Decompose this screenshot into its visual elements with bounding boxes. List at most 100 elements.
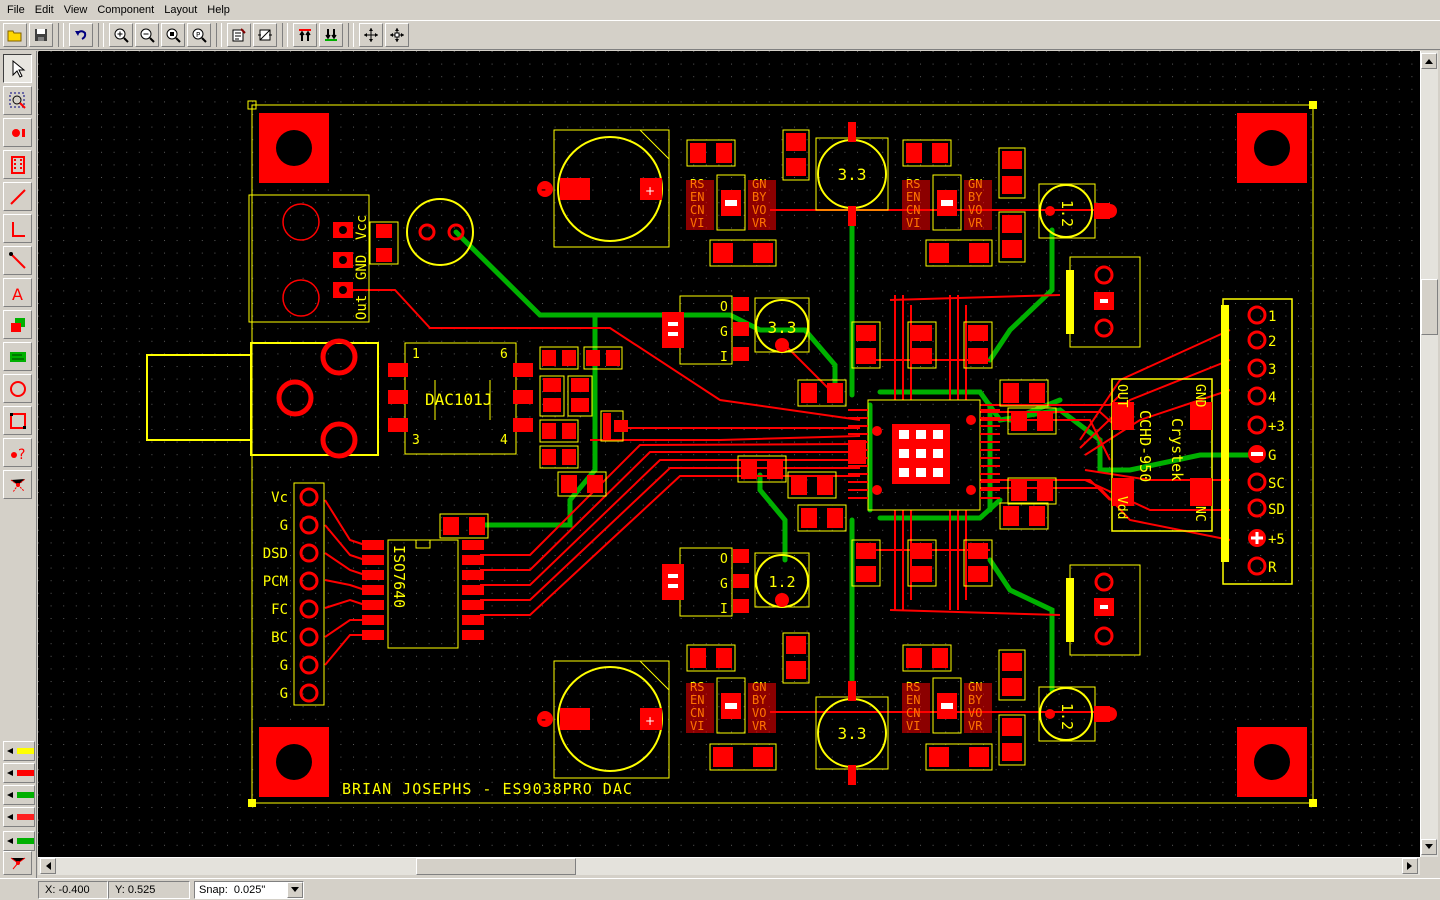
horizontal-scroll-thumb[interactable] — [416, 858, 576, 875]
svg-text:?: ? — [18, 447, 25, 463]
board-outline-tool[interactable] — [3, 406, 32, 435]
hole-tool[interactable] — [3, 374, 32, 403]
header-left-pin: Vc — [271, 490, 288, 506]
layer-all-button[interactable] — [3, 851, 32, 875]
text-tool[interactable]: A — [3, 278, 32, 307]
svg-text:P: P — [196, 31, 200, 39]
zoom-region-icon — [9, 92, 26, 109]
pad-tool[interactable] — [3, 118, 32, 147]
toolbar-separator — [58, 23, 64, 47]
toolbar-separator — [98, 23, 104, 47]
drc-tool[interactable]: ? — [3, 438, 32, 467]
layer-bottom-copper-button[interactable] — [3, 785, 35, 805]
rotate-button[interactable] — [385, 23, 409, 47]
open-button[interactable] — [3, 23, 27, 47]
regulator-cap-label: 3.3 — [838, 165, 867, 184]
top-layer-button[interactable] — [293, 23, 317, 47]
menu-component[interactable]: Component — [97, 4, 155, 16]
properties-button[interactable] — [227, 23, 251, 47]
component-tool[interactable] — [3, 150, 32, 179]
triangle-left-icon — [7, 748, 13, 754]
triangle-up-icon — [1425, 59, 1433, 64]
status-bar: X: -0.400 Y: 0.525 Snap: 0.025" — [0, 878, 1440, 900]
menu-edit[interactable]: Edit — [34, 4, 54, 16]
vertical-scrollbar[interactable] — [1420, 51, 1438, 857]
cap-plus-mark: + — [645, 714, 655, 728]
outline-handle[interactable] — [248, 799, 256, 807]
pcb-canvas[interactable]: Vcc GND Out — [38, 51, 1420, 857]
header-right-pin: G — [1268, 448, 1276, 464]
dac-passives — [539, 346, 628, 497]
vertical-scroll-thumb[interactable] — [1421, 279, 1438, 335]
oscillator-pin-out: OUT — [1114, 384, 1129, 408]
zoom-area-button[interactable] — [161, 23, 185, 47]
right-header: 1 2 3 4 +3 G SC SD +5 R — [1221, 298, 1293, 585]
ratsnest-small-icon — [10, 857, 25, 870]
toolbar-separator — [348, 23, 354, 47]
board-title: BRIAN JOSEPHS - ES9038PRO DAC — [342, 780, 633, 798]
copper-pour-tool[interactable] — [3, 342, 32, 371]
outline-handle[interactable] — [247, 100, 257, 110]
layer-top-mask-button[interactable] — [3, 807, 35, 827]
header-right-pin: 3 — [1268, 362, 1276, 378]
dac-pin-6: 6 — [500, 347, 508, 362]
outline-handle[interactable] — [1309, 101, 1317, 109]
board-outline-icon — [9, 412, 26, 429]
layer-swatch — [16, 748, 34, 754]
bottom-layer-button[interactable] — [319, 23, 343, 47]
save-icon — [35, 29, 47, 41]
regulator-cap-label: 1.2 — [1058, 200, 1076, 227]
toolbar-separator — [282, 23, 288, 47]
hole-icon — [9, 380, 26, 397]
cap-minus-mark: - — [541, 182, 546, 198]
save-button[interactable] — [29, 23, 53, 47]
menu-help[interactable]: Help — [207, 4, 230, 16]
header-right-pin: 1 — [1268, 309, 1276, 325]
zoom-out-button[interactable] — [135, 23, 159, 47]
layer-bottom-silk-button[interactable] — [3, 831, 35, 851]
es9038pro-chip — [848, 399, 1000, 511]
input-jack — [146, 338, 379, 459]
area-tool[interactable] — [3, 310, 32, 339]
outline-handle[interactable] — [1309, 799, 1317, 807]
triangle-left-icon — [7, 838, 13, 844]
power-pin-gnd: GND — [354, 255, 370, 280]
scroll-left-button[interactable] — [40, 858, 56, 874]
layer-top-copper-button[interactable] — [3, 763, 35, 783]
dropdown-arrow[interactable] — [287, 881, 303, 898]
zoom-region-tool[interactable] — [3, 86, 32, 115]
chip-decoupling — [737, 321, 1057, 587]
vreg-pin: O — [720, 552, 728, 567]
layer-top-silk-button[interactable] — [3, 741, 35, 761]
header-left-pin: BC — [271, 630, 288, 646]
bottom-copper-traces — [453, 222, 1261, 693]
zoom-in-button[interactable] — [109, 23, 133, 47]
regulator-caps: 3.3 3.3 3.3 1.2 1.2 — [754, 122, 1117, 785]
scroll-down-button[interactable] — [1421, 839, 1437, 855]
menu-file[interactable]: File — [7, 4, 25, 16]
menu-view[interactable]: View — [63, 4, 88, 16]
trace-icon — [9, 188, 26, 205]
trace-tool[interactable] — [3, 182, 32, 211]
zoom-fit-button[interactable]: P — [187, 23, 211, 47]
design-rules-button[interactable] — [253, 23, 277, 47]
menu-bar: File Edit View Component Layout Help — [0, 0, 1440, 20]
undo-button[interactable] — [69, 23, 93, 47]
power-connector: Vcc GND Out — [248, 194, 474, 323]
line-tool[interactable] — [3, 214, 32, 243]
scroll-right-button[interactable] — [1402, 858, 1418, 874]
snap-dropdown[interactable]: Snap: 0.025" — [194, 880, 304, 899]
dac-pin-4: 4 — [500, 433, 508, 448]
connection-tool[interactable] — [3, 246, 32, 275]
move-button[interactable] — [359, 23, 383, 47]
header-left-pin: DSD — [263, 546, 288, 562]
menu-layout[interactable]: Layout — [164, 4, 198, 16]
select-icon — [12, 59, 25, 78]
horizontal-scrollbar[interactable] — [38, 857, 1420, 875]
design-rules-icon — [258, 29, 272, 41]
ratsnest-tool[interactable] — [3, 470, 32, 499]
dac-pin-3: 3 — [412, 433, 420, 448]
select-tool[interactable] — [3, 54, 32, 83]
scroll-up-button[interactable] — [1421, 53, 1437, 69]
bottom-layer-icon — [325, 29, 337, 41]
